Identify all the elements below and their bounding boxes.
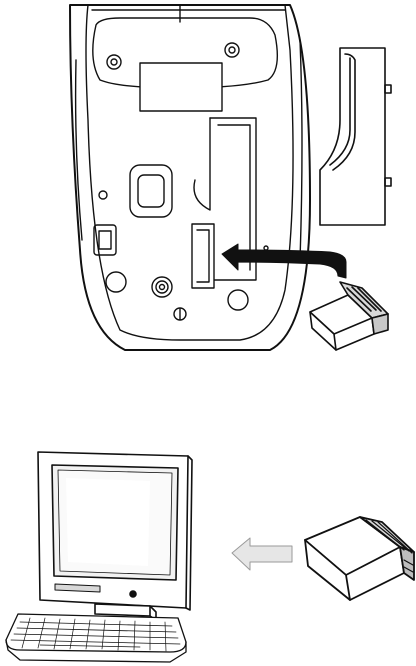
computer-monitor (38, 452, 192, 620)
battery-cover (320, 48, 391, 225)
usb-receiver-large (305, 517, 414, 600)
step-2-plug-receiver (6, 452, 414, 662)
step-1-insert-receiver (70, 5, 391, 350)
mouse-underside (70, 5, 310, 350)
usb-receiver (310, 282, 388, 350)
keyboard (6, 614, 186, 662)
plug-in-arrow (232, 538, 292, 570)
